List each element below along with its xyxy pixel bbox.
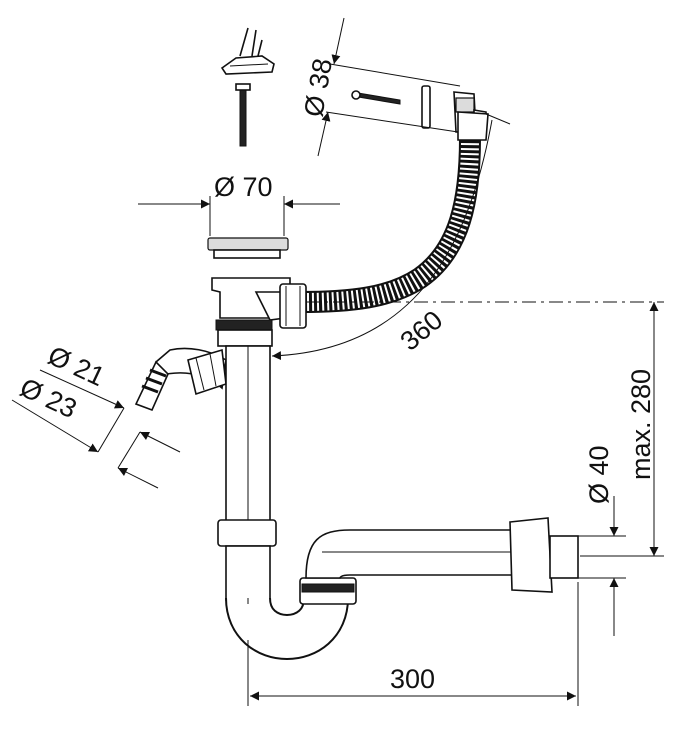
dim-length-300: 300: [390, 664, 435, 694]
dimension-lines: [11, 17, 664, 706]
dim-diameter-70: Ø 70: [214, 172, 273, 202]
strainer-plug-part: [220, 27, 275, 147]
dim-diameter-38: Ø 38: [298, 56, 338, 119]
drain-body: [207, 237, 307, 347]
dim-max-280: max. 280: [626, 369, 656, 480]
dim-diameter-40: Ø 40: [584, 445, 614, 504]
side-inlet-branch: [134, 347, 227, 412]
dim-length-360: 360: [395, 305, 449, 357]
vertical-pipe-and-trap: [217, 345, 579, 660]
overflow-flex-hose: [299, 111, 489, 313]
